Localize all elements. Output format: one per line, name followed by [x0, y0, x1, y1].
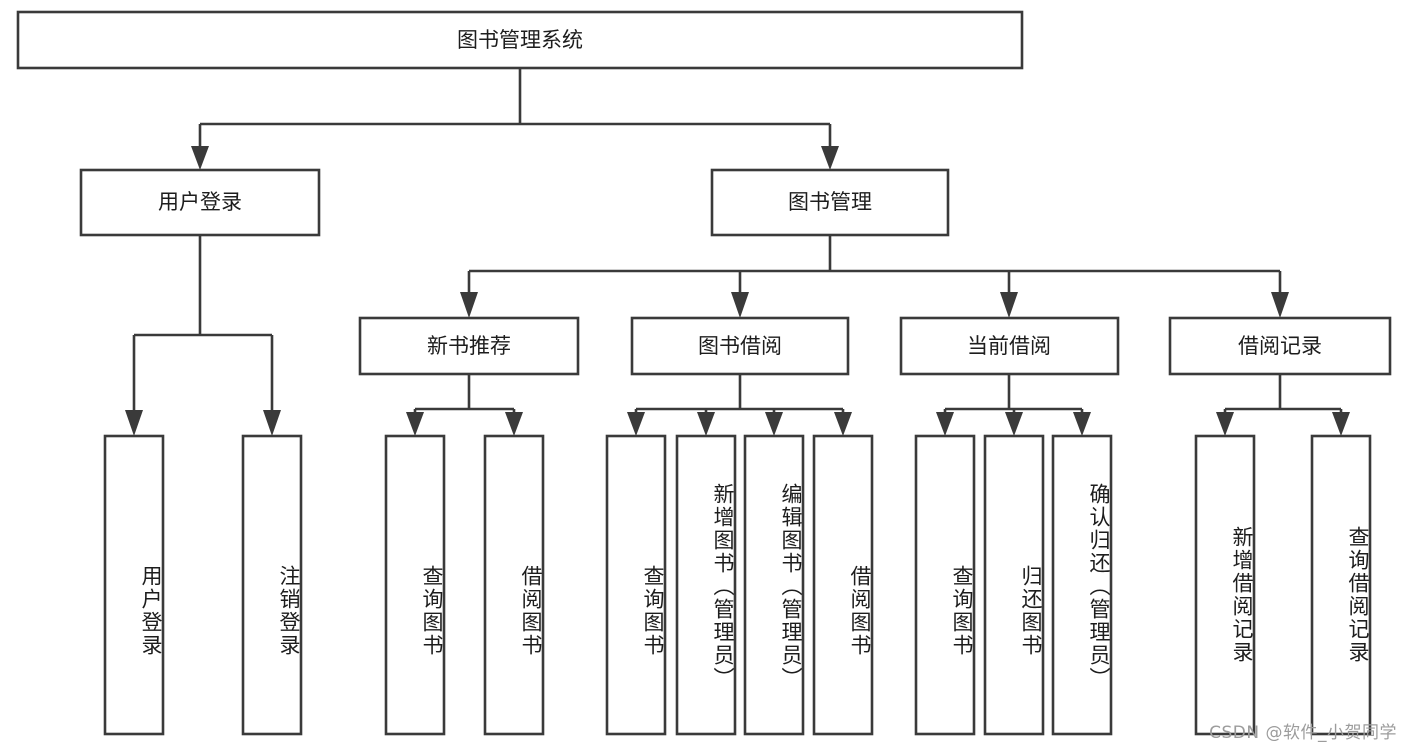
connector-book-borrow-to-leaves — [627, 374, 852, 436]
arrow-icon — [406, 412, 424, 436]
node-box-borrow-record[interactable] — [1168, 316, 1392, 376]
node-box-leaf-confirm-return-admin[interactable] — [1051, 434, 1113, 736]
arrow-icon — [765, 412, 783, 436]
node-box-leaf-user-logout[interactable] — [241, 434, 303, 736]
node-box-user-login[interactable] — [79, 168, 321, 237]
node-current-borrow[interactable]: 当前借阅 — [899, 316, 1120, 376]
node-root-book-management-system[interactable]: 图书管理系统 — [16, 10, 1024, 70]
watermark-text: CSDN @软件_小贺同学 — [1209, 723, 1397, 743]
connector-current-borrow-to-leaves — [936, 374, 1091, 436]
arrow-icon — [834, 412, 852, 436]
node-box-leaf-add-borrow-record[interactable] — [1194, 434, 1256, 736]
node-label-root: 图书管理系统 — [457, 28, 583, 52]
node-new-book-recommend[interactable]: 新书推荐 — [358, 316, 580, 376]
node-user-login[interactable]: 用户登录 — [79, 168, 321, 237]
node-box-leaf-add-book-admin[interactable] — [675, 434, 737, 736]
connector-book-manage-to-level2 — [460, 235, 1289, 318]
node-label-current-borrow: 当前借阅 — [967, 334, 1051, 358]
node-box-leaf-query-book-cb[interactable] — [914, 434, 976, 736]
arrow-icon — [263, 410, 281, 436]
connector-root-to-level1 — [191, 68, 839, 170]
node-box-root[interactable] — [16, 10, 1024, 70]
node-label-new-book-recommend: 新书推荐 — [427, 334, 511, 358]
node-box-new-book-recommend[interactable] — [358, 316, 580, 376]
arrow-icon — [697, 412, 715, 436]
node-box-leaf-query-book-bb[interactable] — [605, 434, 667, 736]
node-box-leaf-query-book-rec[interactable] — [384, 434, 446, 736]
arrow-icon — [1271, 292, 1289, 318]
arrow-icon — [505, 412, 523, 436]
arrow-icon — [1216, 412, 1234, 436]
arrow-icon — [1000, 292, 1018, 318]
node-box-leaf-borrow-book-bb[interactable] — [812, 434, 874, 736]
arrow-icon — [125, 410, 143, 436]
node-label-book-manage: 图书管理 — [788, 190, 872, 214]
node-book-borrow[interactable]: 图书借阅 — [630, 316, 850, 376]
connector-borrow-record-to-leaves — [1216, 374, 1350, 436]
node-borrow-record[interactable]: 借阅记录 — [1168, 316, 1392, 376]
leaf-node-boxes — [103, 434, 1372, 736]
arrow-icon — [1332, 412, 1350, 436]
arrow-icon — [936, 412, 954, 436]
arrow-icon — [627, 412, 645, 436]
arrow-icon — [460, 292, 478, 318]
node-box-book-borrow[interactable] — [630, 316, 850, 376]
arrow-icon — [191, 146, 209, 170]
node-box-book-manage[interactable] — [710, 168, 950, 237]
node-label-user-login: 用户登录 — [158, 190, 242, 214]
node-label-borrow-record: 借阅记录 — [1238, 334, 1322, 358]
arrow-icon — [821, 146, 839, 170]
node-box-leaf-borrow-book-rec[interactable] — [483, 434, 545, 736]
node-box-current-borrow[interactable] — [899, 316, 1120, 376]
node-box-leaf-query-borrow-record[interactable] — [1310, 434, 1372, 736]
node-box-leaf-edit-book-admin[interactable] — [743, 434, 805, 736]
arrow-icon — [1073, 412, 1091, 436]
node-box-leaf-user-login[interactable] — [103, 434, 165, 736]
arrow-icon — [731, 292, 749, 318]
connector-new-book-rec-to-leaves — [406, 374, 523, 436]
arrow-icon — [1005, 412, 1023, 436]
node-box-leaf-return-book[interactable] — [983, 434, 1045, 736]
connector-user-login-to-leaves — [125, 235, 281, 436]
node-book-manage[interactable]: 图书管理 — [710, 168, 950, 237]
node-label-book-borrow: 图书借阅 — [698, 334, 782, 358]
